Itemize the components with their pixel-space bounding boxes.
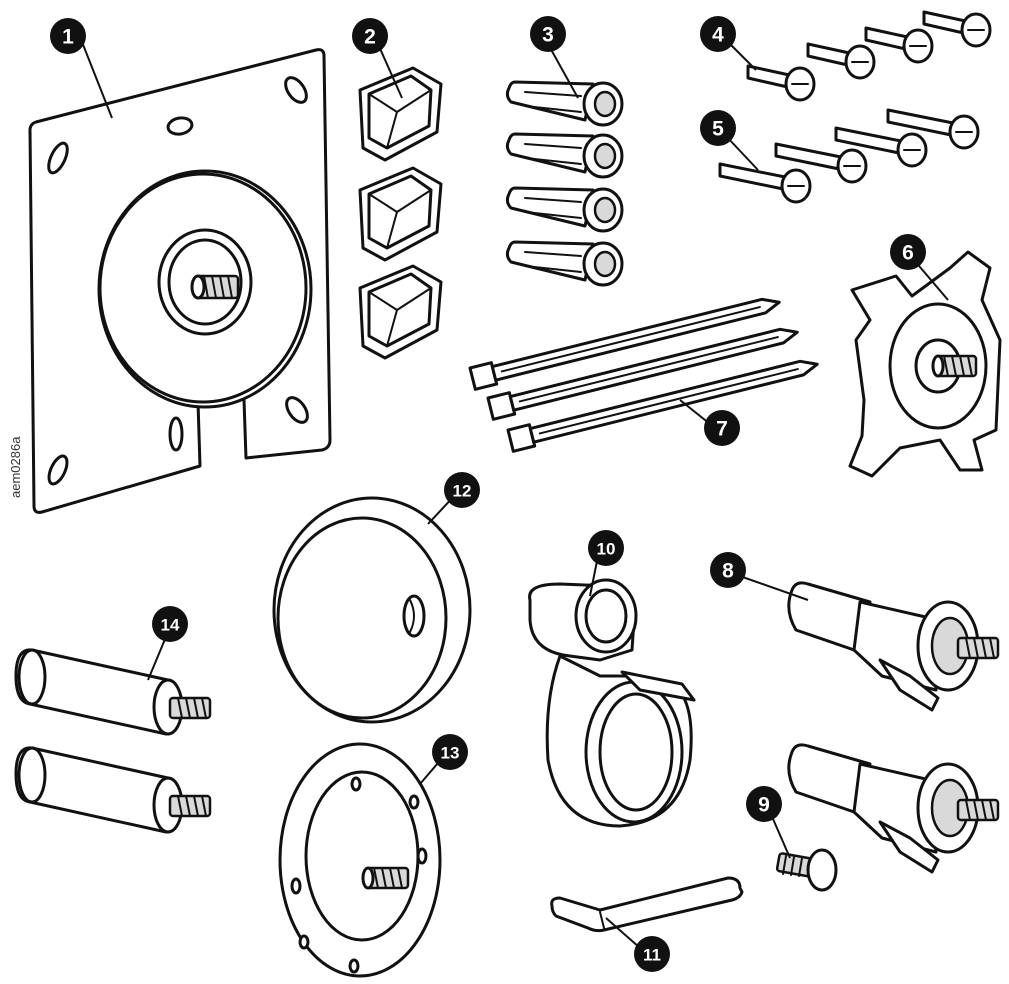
leader-4 <box>727 41 757 71</box>
callout-8: 8 <box>710 552 746 588</box>
part-11-hex-wrench <box>550 876 744 933</box>
part-6-adapter-plate <box>848 250 1002 478</box>
callout-7-label: 7 <box>716 418 728 441</box>
callout-11-label: 11 <box>643 946 661 965</box>
part-10-pole-clamp <box>528 578 696 828</box>
callout-13: 13 <box>432 734 468 770</box>
callout-10-label: 10 <box>597 540 616 559</box>
leader-9 <box>769 811 791 859</box>
callout-10: 10 <box>588 530 624 566</box>
leader-6 <box>913 259 949 301</box>
callout-2: 2 <box>352 18 388 54</box>
callout-6-label: 6 <box>902 242 914 265</box>
leader-3 <box>547 43 579 99</box>
leader-5 <box>725 135 759 171</box>
part-8-adjustable-spindles <box>787 581 1000 874</box>
part-4-short-screws <box>746 10 992 102</box>
part-13-round-plate <box>278 742 442 978</box>
leader-1 <box>81 41 113 119</box>
document-id: aem0286a <box>8 436 23 498</box>
callout-5: 5 <box>700 110 736 146</box>
callout-14-label: 14 <box>161 616 180 635</box>
callout-9: 9 <box>746 786 782 822</box>
callout-3-label: 3 <box>542 24 554 47</box>
part-9-small-screw <box>775 848 838 892</box>
leader-2 <box>377 43 403 99</box>
part-3-wall-anchors <box>505 80 624 287</box>
leader-11 <box>605 917 641 949</box>
callout-2-label: 2 <box>364 26 376 49</box>
callout-9-label: 9 <box>758 794 770 817</box>
callout-4-label: 4 <box>712 24 724 47</box>
callout-7: 7 <box>704 410 740 446</box>
callout-3: 3 <box>530 16 566 52</box>
callout-8-label: 8 <box>722 560 734 583</box>
leader-7 <box>679 399 711 425</box>
part-1-mounting-plate <box>28 48 332 514</box>
leader-8 <box>733 573 809 601</box>
part-5-long-screws <box>718 108 980 204</box>
part-2-cable-tie-mounts <box>358 66 443 360</box>
callout-12: 12 <box>444 472 480 508</box>
callout-1-label: 1 <box>62 26 74 49</box>
callout-11: 11 <box>634 936 670 972</box>
callout-5-label: 5 <box>712 118 724 141</box>
callout-4: 4 <box>700 16 736 52</box>
part-12-cover-cap <box>272 496 472 724</box>
part-7-cable-ties <box>468 297 819 453</box>
callout-14: 14 <box>152 606 188 642</box>
callout-13-label: 13 <box>441 744 460 763</box>
callout-1: 1 <box>50 18 86 54</box>
callout-6: 6 <box>890 234 926 270</box>
callout-12-label: 12 <box>453 482 472 501</box>
part-14-standoffs <box>14 648 212 834</box>
